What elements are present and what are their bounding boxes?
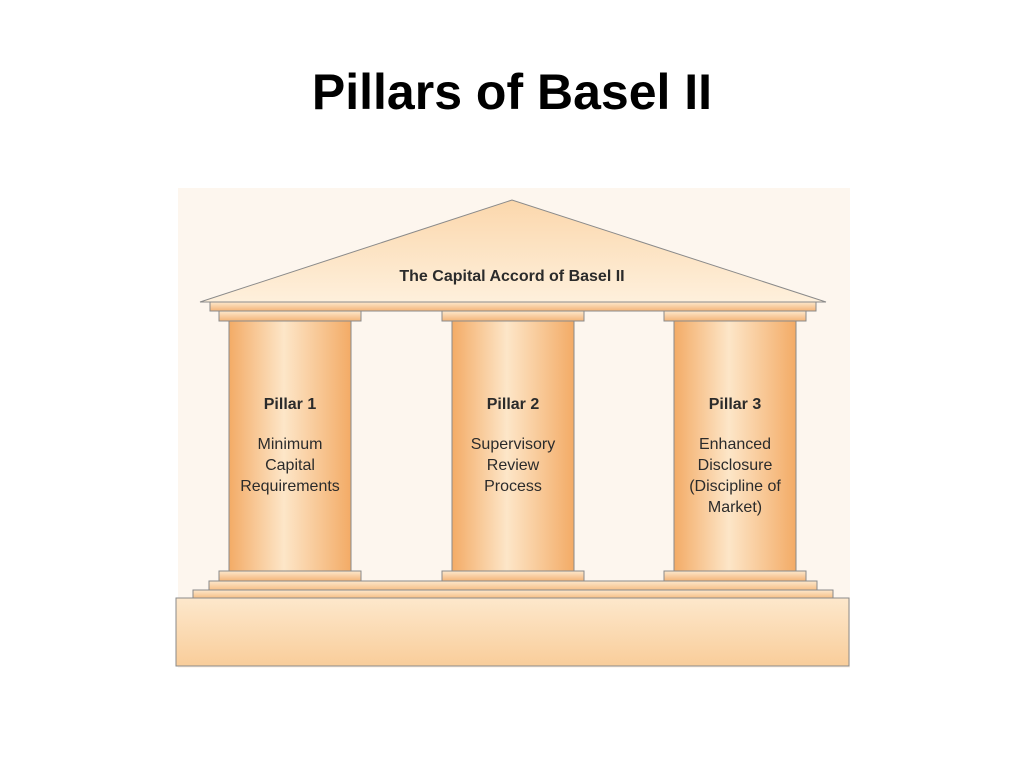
pillar-2: Pillar 2 Supervisory Review Process	[441, 310, 585, 582]
pillar-2-title: Pillar 2	[487, 396, 540, 413]
base-step-top	[208, 580, 818, 591]
pillar-1-line-3: Requirements	[240, 478, 340, 495]
roof-label: The Capital Accord of Basel II	[399, 268, 624, 285]
base-step-middle	[192, 589, 834, 599]
pillar-3-line-4: Market)	[708, 499, 762, 516]
slide-title: Pillars of Basel II	[311, 64, 713, 120]
pillar-1-line-2: Capital	[265, 457, 315, 474]
pillar-2-shaft	[451, 320, 575, 572]
pillar-3-capital	[663, 310, 807, 322]
pillar-2-line-2: Review	[487, 457, 540, 474]
pillar-1-plinth	[218, 570, 362, 582]
pillar-3-plinth	[663, 570, 807, 582]
pillar-2-line-1: Supervisory	[471, 436, 555, 453]
pillar-1: Pillar 1 Minimum Capital Requirements	[218, 310, 362, 582]
pillar-2-capital	[441, 310, 585, 322]
pillar-3-shaft	[673, 320, 797, 572]
pillar-3-line-2: Disclosure	[698, 457, 773, 474]
pillar-3-line-1: Enhanced	[699, 436, 771, 453]
pillar-1-line-1: Minimum	[258, 436, 323, 453]
pillar-3: Pillar 3 Enhanced Disclosure (Discipline…	[663, 310, 807, 582]
pillar-1-capital	[218, 310, 362, 322]
pillar-2-plinth	[441, 570, 585, 582]
pillar-2-line-3: Process	[484, 478, 542, 495]
pillar-3-title: Pillar 3	[709, 396, 762, 413]
base-platform	[175, 597, 850, 667]
pillar-1-shaft	[228, 320, 352, 572]
pillar-1-title: Pillar 1	[264, 396, 317, 413]
pillar-3-line-3: (Discipline of	[689, 478, 781, 495]
roof-beam	[209, 301, 817, 312]
